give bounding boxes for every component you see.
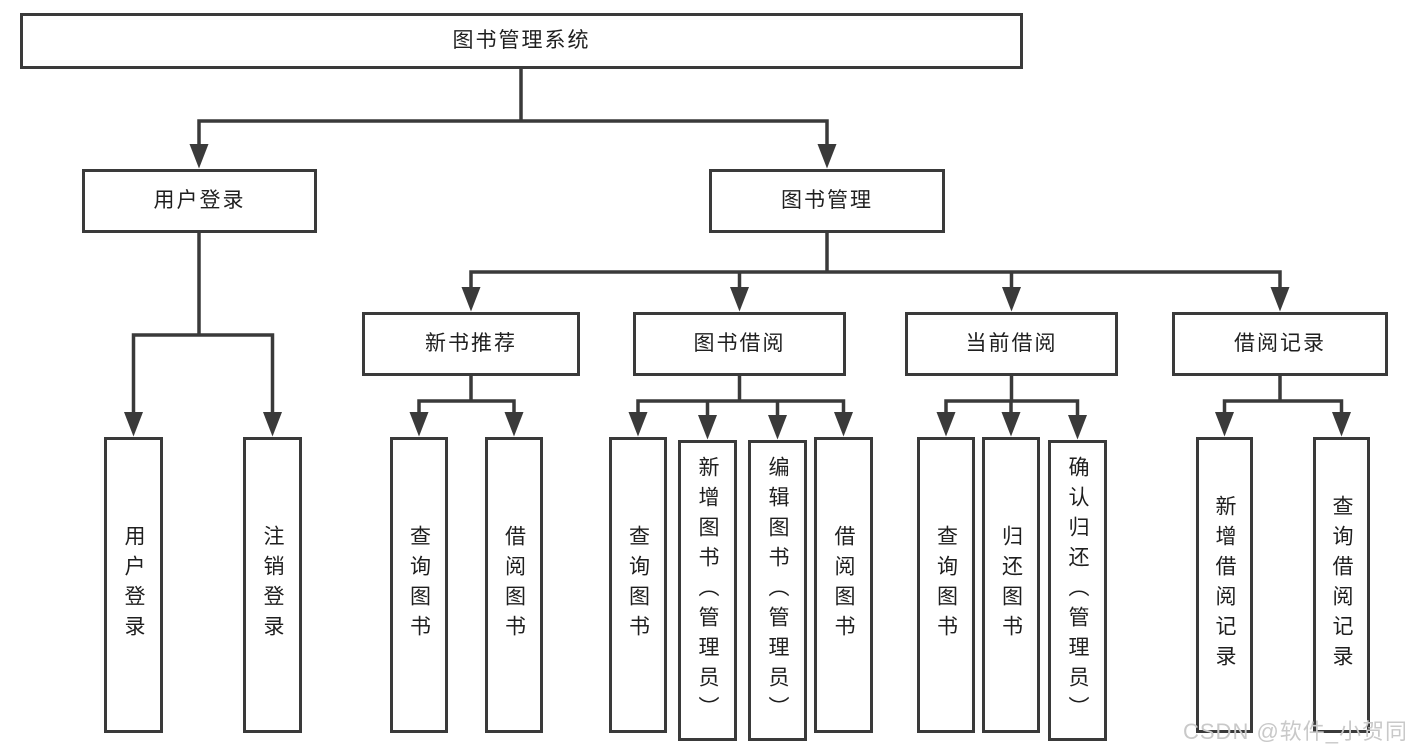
leaf-user-login-label: 用户登录 [122,525,145,645]
arrow-down-icon [817,144,837,169]
leaf-borrow-query-label: 查询图书 [626,525,650,645]
leaf-current-confirm: 确认归还（管理员） [1048,440,1107,741]
leaf-borrow-edit-label: 编辑图书（管理员） [766,455,789,726]
connector-root-to-level2 [189,67,837,169]
arrow-down-icon [1332,412,1351,437]
leaf-logout-label: 注销登录 [261,525,284,645]
leaf-user-login: 用户登录 [104,437,163,733]
leaf-borrow-borrow-label: 借阅图书 [832,525,855,645]
leaf-newbook-query-label: 查询图书 [407,525,431,645]
arrow-down-icon [834,412,853,437]
connector-book-borrow-branch [628,372,853,440]
arrow-down-icon [936,412,956,437]
arrow-down-icon [1001,412,1021,437]
leaf-newbook-borrow-label: 借阅图书 [502,525,526,645]
arrow-down-icon [1068,415,1087,440]
connector-book-mgmt-to-level3 [461,230,1290,312]
arrow-down-icon [504,412,524,437]
arrow-down-icon [124,412,143,437]
arrow-down-icon [263,412,282,437]
leaf-current-query-label: 查询图书 [934,525,958,645]
node-book-borrow-label: 图书借阅 [693,332,786,356]
leaf-newbook-borrow: 借阅图书 [485,437,543,733]
leaf-borrow-add-label: 新增图书（管理员） [696,455,719,726]
leaf-record-query-label: 查询借阅记录 [1330,495,1353,675]
arrow-down-icon [698,415,717,440]
leaf-borrow-query: 查询图书 [609,437,667,733]
connector-new-book-branch [409,372,524,437]
arrow-down-icon [461,287,481,312]
arrow-down-icon [768,415,787,440]
leaf-record-add-label: 新增借阅记录 [1213,495,1236,675]
arrow-down-icon [1002,287,1021,312]
watermark: CSDN @软件_小贺同学 [1183,719,1405,744]
node-book-mgmt: 图书管理 [709,169,945,233]
leaf-current-query: 查询图书 [917,437,975,733]
leaf-current-return: 归还图书 [982,437,1040,733]
node-user-login-label: 用户登录 [153,189,246,213]
leaf-borrow-edit: 编辑图书（管理员） [748,440,807,741]
leaf-logout: 注销登录 [243,437,302,733]
node-root-label: 图书管理系统 [452,29,591,53]
arrow-down-icon [730,287,749,312]
leaf-current-confirm-label: 确认归还（管理员） [1066,455,1089,726]
arrow-down-icon [409,412,429,437]
node-current-borrow: 当前借阅 [905,312,1118,376]
arrow-down-icon [189,144,209,169]
connector-borrow-record-branch [1215,372,1351,437]
leaf-record-add: 新增借阅记录 [1196,437,1253,733]
arrow-down-icon [1270,287,1290,312]
arrow-down-icon [628,412,648,437]
connector-current-borrow-branch [936,372,1087,440]
node-new-book-label: 新书推荐 [425,332,517,356]
node-borrow-record: 借阅记录 [1172,312,1388,376]
node-user-login: 用户登录 [82,169,317,233]
leaf-borrow-add: 新增图书（管理员） [678,440,737,741]
node-book-borrow: 图书借阅 [633,312,846,376]
leaf-record-query: 查询借阅记录 [1313,437,1370,733]
leaf-newbook-query: 查询图书 [390,437,448,733]
node-new-book: 新书推荐 [362,312,580,376]
leaf-current-return-label: 归还图书 [999,525,1023,645]
arrow-down-icon [1215,412,1234,437]
node-root: 图书管理系统 [20,13,1023,69]
connector-user-login-branch [124,230,282,437]
node-book-mgmt-label: 图书管理 [781,189,873,213]
node-current-borrow-label: 当前借阅 [965,332,1058,356]
node-borrow-record-label: 借阅记录 [1234,332,1326,356]
leaf-borrow-borrow: 借阅图书 [814,437,873,733]
